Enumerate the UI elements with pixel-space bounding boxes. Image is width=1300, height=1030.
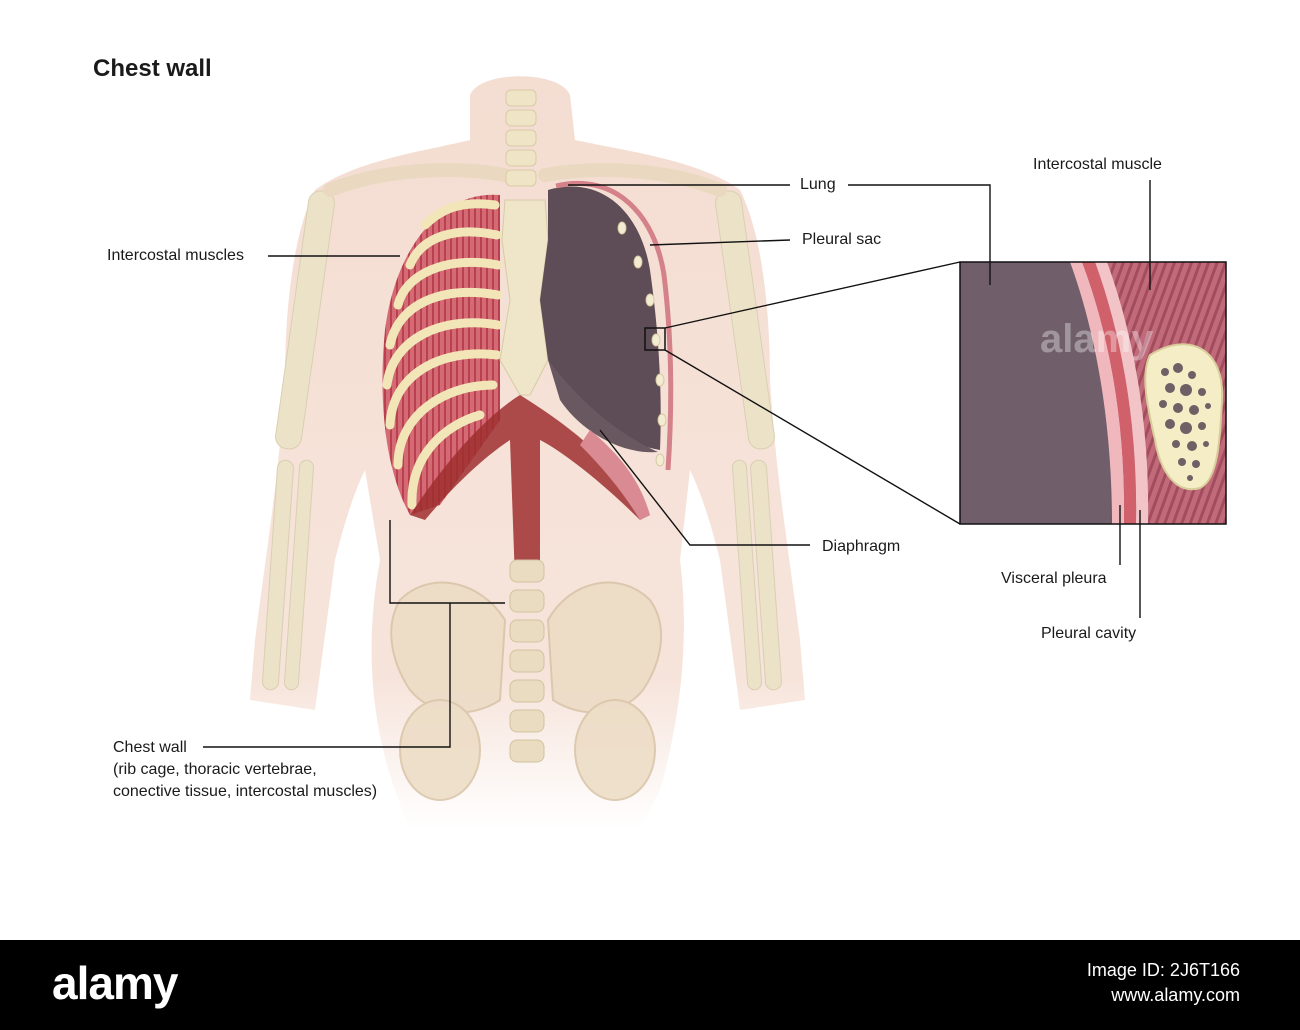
- pleural-sac: [555, 180, 674, 471]
- cervical-spine: [505, 89, 537, 187]
- right-rib-ends: [617, 221, 667, 467]
- pleural-sac-label: Pleural sac: [802, 231, 882, 248]
- visceral-pleura-label: Visceral pleura: [1001, 570, 1107, 587]
- pelvis: [390, 581, 663, 801]
- footer-image-id: Image ID: 2J6T166: [1086, 960, 1240, 980]
- detail-marker-box: [644, 327, 666, 351]
- lung-label: Lung: [800, 176, 836, 193]
- lung: [540, 186, 661, 450]
- chest-wall-label-line2: (rib cage, thoracic vertebrae,: [113, 761, 317, 778]
- chest-wall-label-line3: conective tissue, intercostal muscles): [113, 783, 378, 800]
- lumbar-spine: [509, 559, 545, 763]
- intercostal-muscles-label: Intercostal muscles: [107, 247, 244, 264]
- rib-cage-left: [382, 194, 503, 515]
- anatomy-illustration: alamy: [203, 76, 1227, 830]
- intercostal-muscle-label: Intercostal muscle: [1033, 156, 1162, 173]
- leader-lines: [203, 180, 1151, 748]
- pleural-cavity-label: Pleural cavity: [1041, 625, 1137, 642]
- chest-wall-label-line1: Chest wall: [113, 739, 187, 756]
- watermark: alamy: [1040, 317, 1154, 361]
- page-title: Chest wall: [93, 55, 212, 82]
- footer-bar: [0, 940, 1300, 1030]
- diaphragm-label: Diaphragm: [822, 538, 901, 555]
- sternum: [499, 199, 549, 396]
- diaphragm: [410, 395, 650, 580]
- diaphragm-right: [580, 430, 650, 520]
- chest-wall-label: Chest wall (rib cage, thoracic vertebrae…: [113, 737, 377, 803]
- inset-view: [959, 261, 1227, 525]
- clavicles: [323, 163, 727, 197]
- footer-brand-logo: alamy: [52, 957, 178, 1009]
- footer-url: www.alamy.com: [1111, 985, 1240, 1005]
